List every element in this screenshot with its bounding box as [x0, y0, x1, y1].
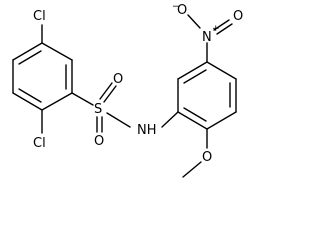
atom-nitro-o-right: O [233, 9, 243, 24]
charge-nitro-n-plus: + [212, 24, 220, 34]
bond-nh-ring [161, 111, 179, 128]
atom-oxygen-left: O [113, 72, 123, 87]
methoxy-group [182, 128, 208, 178]
atom-oxygen-right: O [94, 134, 104, 149]
charge-nitro-o-minus: − [172, 2, 180, 12]
nitro-group [187, 14, 233, 63]
bond-ring-sulfur [71, 92, 94, 106]
atom-methoxy-o: O [202, 150, 212, 165]
atom-cl-bottom: Cl [33, 136, 46, 151]
right-benzene-ring [177, 61, 237, 130]
sulfonyl-group [96, 82, 131, 133]
atom-nitro-n: N [202, 30, 212, 45]
molecule-diagram: Cl Cl S O O NH N + O − O O [12, 2, 244, 178]
atom-nh: NH [137, 123, 157, 138]
atom-sulfur: S [94, 102, 102, 117]
atom-nitro-o-top: O [177, 3, 187, 18]
structure-drawing: Cl Cl S O O NH N + O − O O [12, 2, 243, 178]
left-benzene-ring [12, 42, 73, 111]
atom-cl-top: Cl [33, 9, 46, 24]
